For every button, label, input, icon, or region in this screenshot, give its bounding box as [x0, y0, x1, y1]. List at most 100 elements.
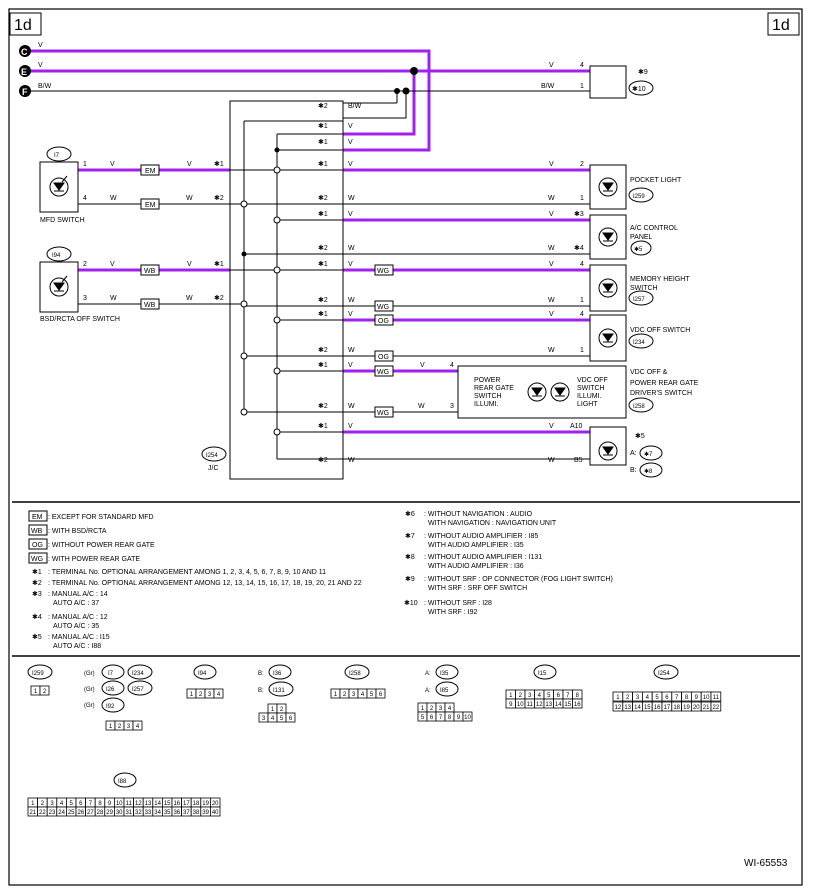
i88-bottom-pin: 35 — [164, 810, 171, 816]
svg-text:AUTO A/C : I88: AUTO A/C : I88 — [53, 643, 101, 650]
srf-switch-box — [589, 65, 627, 99]
svg-text:: MANUAL A/C : I15: : MANUAL A/C : I15 — [48, 634, 110, 641]
svg-text:: MANUAL A/C : 12: : MANUAL A/C : 12 — [48, 614, 108, 621]
svg-text:V: V — [549, 62, 554, 69]
svg-text:: TERMINAL No. OPTIONAL ARRANG: : TERMINAL No. OPTIONAL ARRANGEMENT AMON… — [48, 569, 326, 576]
svg-text:✱2: ✱2 — [318, 346, 328, 354]
svg-text:✱1: ✱1 — [214, 260, 224, 268]
svg-text:WITH SRF : I92: WITH SRF : I92 — [428, 609, 478, 616]
option-boxes: WG WG OG OG WG WG — [374, 264, 394, 418]
svg-text:: TERMINAL No. OPTIONAL ARRANG: : TERMINAL No. OPTIONAL ARRANGEMENT AMON… — [48, 580, 362, 587]
svg-text:V: V — [348, 423, 353, 430]
page-tab-left — [9, 12, 42, 36]
svg-text:A/C CONTROL: A/C CONTROL — [630, 225, 678, 232]
svg-text:W: W — [348, 297, 355, 304]
svg-text:I15: I15 — [538, 671, 547, 677]
svg-text:✱8: ✱8 — [405, 553, 415, 561]
svg-text:WITH AUDIO AMPLIFIER : I35: WITH AUDIO AMPLIFIER : I35 — [428, 542, 524, 549]
bus-connectors: C E F — [19, 45, 31, 97]
svg-text:✱1: ✱1 — [32, 568, 42, 576]
wb-box-2 — [140, 298, 160, 310]
svg-text:A10: A10 — [570, 423, 583, 430]
i88-top-pin: 18 — [193, 801, 200, 807]
svg-text:EM: EM — [32, 514, 43, 521]
svg-text:4: 4 — [580, 261, 584, 268]
i94-pin: 1 — [190, 692, 194, 698]
i94-cell — [213, 688, 224, 699]
i88-top-pin: 9 — [108, 801, 112, 807]
svg-text:MEMORY HEIGHT: MEMORY HEIGHT — [630, 276, 690, 283]
i88-bottom-pin: 33 — [145, 810, 152, 816]
svg-text:✱4: ✱4 — [32, 613, 42, 621]
i15-bottom-pin: 15 — [564, 702, 571, 708]
svg-text:W: W — [348, 245, 355, 252]
i254-bottom-pin: 14 — [634, 705, 641, 711]
junction-dots — [241, 67, 418, 257]
svg-text:POWER: POWER — [474, 377, 500, 384]
i254-top-pin: 7 — [675, 695, 679, 701]
i88-bottom-pin: 28 — [97, 810, 104, 816]
page-tab-right — [767, 12, 800, 36]
svg-text:I259: I259 — [633, 194, 645, 200]
svg-text:: WITH POWER REAR GATE: : WITH POWER REAR GATE — [48, 556, 140, 563]
i254-bottom-pin: 22 — [713, 705, 720, 711]
i88-top-pin: 5 — [70, 801, 74, 807]
i7-i26-i92-cell — [132, 720, 143, 731]
svg-text:POCKET LIGHT: POCKET LIGHT — [630, 177, 682, 184]
i254-bottom-pin: 16 — [654, 705, 661, 711]
svg-text:✱3: ✱3 — [32, 590, 42, 598]
i88-bottom-pin: 23 — [49, 810, 56, 816]
svg-text:: WITHOUT AUDIO AMPLIFIER : I: : WITHOUT AUDIO AMPLIFIER : I131 — [424, 554, 542, 561]
i94-pin: 2 — [199, 692, 203, 698]
svg-text:✱2: ✱2 — [214, 194, 224, 202]
svg-text:: WITHOUT NAVIGATION : AUDIO: : WITHOUT NAVIGATION : AUDIO — [424, 511, 533, 518]
i88-bottom-pin: 39 — [202, 810, 209, 816]
i15-bottom-cell — [572, 698, 583, 709]
svg-text:B/W: B/W — [541, 83, 555, 90]
i88-bottom-pin: 26 — [77, 810, 84, 816]
svg-text:I234: I234 — [633, 340, 645, 346]
svg-text:: WITHOUT POWER REAR GATE: : WITHOUT POWER REAR GATE — [48, 542, 155, 549]
svg-text:EM: EM — [145, 168, 156, 175]
svg-text:✱2: ✱2 — [318, 296, 328, 304]
svg-text:1: 1 — [580, 83, 584, 90]
svg-text:W: W — [110, 295, 117, 302]
i88-top-pin: 4 — [60, 801, 64, 807]
i88-top-pin: 3 — [50, 801, 54, 807]
i35-top-pin: 3 — [439, 706, 443, 712]
svg-text:✱8: ✱8 — [644, 468, 653, 475]
i88-top-pin: 17 — [183, 801, 190, 807]
svg-text:I88: I88 — [118, 779, 127, 785]
i258-pin: 4 — [361, 692, 365, 698]
i15-top-pin: 5 — [547, 693, 551, 699]
svg-text:W: W — [548, 245, 555, 252]
svg-text:(Gr): (Gr) — [84, 671, 95, 677]
svg-text:✱5: ✱5 — [635, 432, 645, 440]
svg-text:V: V — [187, 161, 192, 168]
bsd-led-icon — [49, 275, 69, 297]
svg-text:I92: I92 — [106, 704, 115, 710]
svg-text:W: W — [548, 347, 555, 354]
svg-text:VDC OFF &: VDC OFF & — [630, 369, 668, 376]
i254-bottom-pin: 20 — [693, 705, 700, 711]
i35-top-pin: 4 — [448, 706, 452, 712]
i258-pin: 2 — [343, 692, 347, 698]
i36-top-pin: 1 — [271, 707, 275, 713]
svg-text:I258: I258 — [633, 404, 645, 410]
svg-text:WG: WG — [377, 304, 389, 311]
svg-text:POWER REAR GATE: POWER REAR GATE — [630, 380, 699, 387]
svg-text:I257: I257 — [132, 687, 144, 693]
i7-i26-i92-pin: 1 — [109, 724, 113, 730]
svg-text:(Gr): (Gr) — [84, 687, 95, 693]
svg-text:WG: WG — [31, 556, 43, 563]
svg-text:WITH NAVIGATION : NAVIGATION: WITH NAVIGATION : NAVIGATION UNIT — [428, 520, 557, 527]
svg-text:I258: I258 — [349, 671, 361, 677]
right-connector-badges: I259 ✱5 I257 I234 I258 ✱7 ✱8 — [628, 187, 663, 478]
i7-i26-i92-pin: 3 — [127, 724, 131, 730]
page-label-right: 1d — [772, 17, 790, 34]
svg-text:✱1: ✱1 — [318, 260, 328, 268]
